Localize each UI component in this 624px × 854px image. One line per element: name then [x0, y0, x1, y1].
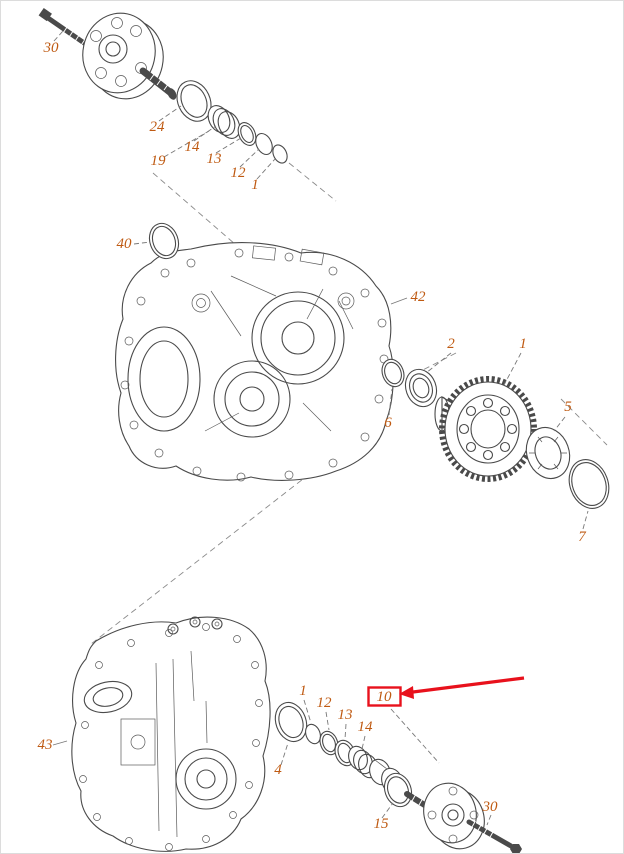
highlight-arrowhead — [399, 686, 414, 699]
callout-2[interactable]: 2 — [447, 336, 455, 352]
ring-12-bottom — [319, 730, 339, 756]
callout-1-top[interactable]: 1 — [251, 177, 259, 193]
callout-10[interactable]: 10 — [377, 689, 393, 705]
callout-6[interactable]: 6 — [384, 415, 392, 431]
drive-flange-top — [82, 12, 177, 100]
differential-gear-1 — [434, 376, 537, 482]
callout-14-bottom[interactable]: 14 — [358, 719, 374, 735]
callout-1-bottom[interactable]: 1 — [299, 683, 307, 699]
ring-12-top — [255, 132, 273, 156]
seal-ring-24 — [176, 80, 212, 122]
leader-lines — [52, 30, 589, 826]
callout-24[interactable]: 24 — [150, 119, 166, 135]
highlight-box — [367, 686, 402, 707]
callout-42[interactable]: 42 — [411, 289, 427, 305]
callout-4[interactable]: 4 — [274, 762, 282, 778]
ring-13-top — [237, 122, 257, 146]
ring-1-top — [272, 144, 288, 164]
oring-40 — [148, 222, 180, 260]
callout-30-top[interactable]: 30 — [43, 40, 60, 56]
callout-7[interactable]: 7 — [578, 529, 587, 545]
callout-1-diff[interactable]: 1 — [519, 336, 527, 352]
bearing-2 — [404, 368, 438, 408]
ring-6 — [381, 358, 405, 388]
bolt-top — [38, 8, 90, 48]
callout-30-bottom[interactable]: 30 — [482, 799, 499, 815]
spring-14-top — [207, 105, 241, 139]
callout-13-bottom[interactable]: 13 — [338, 707, 353, 723]
callout-12-bottom[interactable]: 12 — [317, 695, 333, 711]
clutch-housing-42 — [115, 242, 394, 482]
bearing-5 — [525, 426, 571, 480]
ring-1-bottom — [305, 723, 321, 745]
callout-13-top[interactable]: 13 — [207, 151, 222, 167]
oring-15 — [383, 772, 413, 808]
oring-7 — [568, 459, 610, 509]
bolt-bottom — [466, 819, 522, 853]
callout-40[interactable]: 40 — [117, 236, 133, 252]
callout-43[interactable]: 43 — [38, 737, 53, 753]
ring-4 — [274, 701, 308, 743]
callout-12-top[interactable]: 12 — [231, 165, 247, 181]
output-flange-bottom — [423, 782, 485, 850]
highlight-annotation — [367, 676, 525, 707]
gearbox-housing-43 — [71, 616, 271, 852]
callout-14-top[interactable]: 14 — [185, 139, 201, 155]
callouts: 30 24 14 19 13 12 1 40 42 2 1 6 5 7 43 1… — [38, 40, 588, 832]
highlight-arrow — [412, 676, 525, 694]
callout-5[interactable]: 5 — [564, 399, 572, 415]
callout-15[interactable]: 15 — [374, 816, 390, 832]
callout-19[interactable]: 19 — [151, 153, 167, 169]
